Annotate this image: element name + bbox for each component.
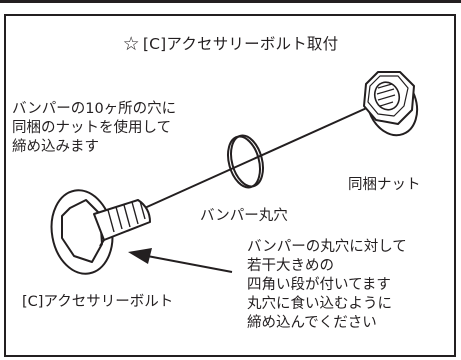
bumper-holes-instruction: バンパーの10ヶ所の穴に 同梱のナットを使用して 締め込みます bbox=[12, 100, 176, 157]
note-line-5: 締め込んでください bbox=[247, 315, 377, 331]
bumper-holes-line-2: 同梱のナットを使用して bbox=[12, 120, 172, 136]
note-leader-arrow bbox=[128, 248, 233, 273]
bolt-illustration bbox=[50, 189, 151, 275]
bumper-round-hole-label: バンパー丸穴 bbox=[200, 208, 288, 224]
bolt-fitting-note: バンパーの丸穴に対して 若干大きめの 四角い段が付いてます 丸穴に食い込むように… bbox=[247, 238, 407, 333]
top-rule bbox=[0, 0, 461, 3]
nut-illustration bbox=[363, 71, 419, 137]
accessory-bolt-label: [C]アクセサリーボルト bbox=[22, 294, 174, 310]
assembly-axis-line bbox=[117, 101, 381, 221]
included-nut-label: 同梱ナット bbox=[348, 177, 421, 193]
note-line-1: バンパーの丸穴に対して bbox=[247, 239, 407, 255]
note-line-4: 丸穴に食い込むように bbox=[247, 296, 392, 312]
title-text: [C]アクセサリーボルト取付 bbox=[142, 35, 339, 53]
note-line-3: 四角い段が付いてます bbox=[247, 277, 391, 293]
washer-ring-illustration bbox=[227, 134, 264, 189]
bumper-holes-line-3: 締め込みます bbox=[12, 139, 99, 155]
bumper-holes-line-1: バンパーの10ヶ所の穴に bbox=[12, 101, 177, 117]
note-line-2: 若干大きめの bbox=[247, 258, 334, 274]
diagram-title: ☆[C]アクセサリーボルト取付 bbox=[0, 32, 461, 55]
star-outline-icon: ☆ bbox=[122, 33, 140, 55]
